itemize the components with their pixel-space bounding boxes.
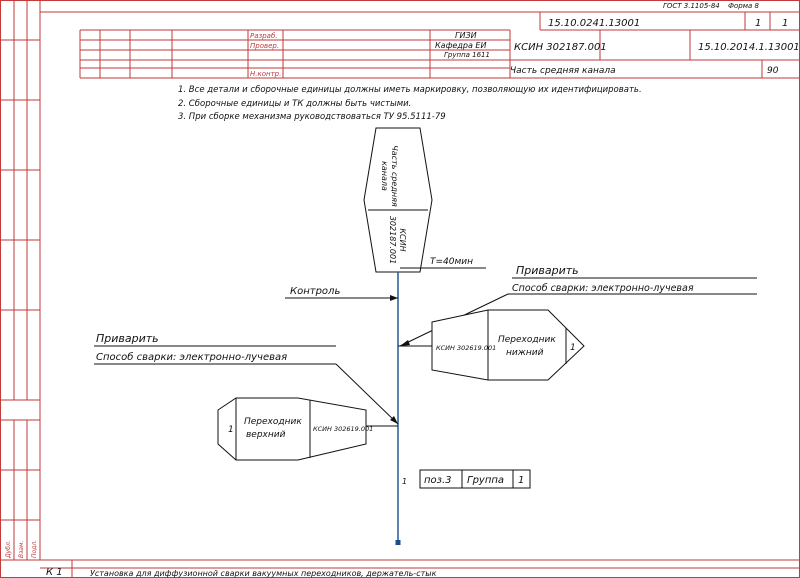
part-lower-symbol: КСИН 302619.001 Переходник нижний 1 bbox=[398, 309, 585, 381]
pos-label: Группа bbox=[467, 475, 504, 486]
axis-number: 1 bbox=[402, 477, 407, 486]
gost-label: ГОСТ 3.1105-84 bbox=[663, 2, 720, 10]
control-mark: Контроль bbox=[285, 286, 398, 301]
org-group: Группа 1611 bbox=[444, 51, 490, 59]
note-2: 2. Сборочные единицы и ТК должны быть чи… bbox=[178, 99, 411, 109]
role-developer: Разраб. bbox=[250, 32, 278, 40]
org-name: ГИЗИ bbox=[455, 31, 477, 40]
part-lower-qty: 1 bbox=[570, 343, 576, 353]
control-label: Контроль bbox=[290, 286, 340, 297]
org-department: Кафедра ЕИ bbox=[435, 41, 486, 50]
weld-right-method: Способ сварки: электронно-лучевая bbox=[512, 283, 694, 294]
time-label: T=40мин bbox=[430, 257, 473, 267]
note-3: 3. При сборке механизма руководствоватьс… bbox=[178, 112, 446, 122]
part-lower-code: КСИН 302619.001 bbox=[436, 344, 496, 352]
part-upper-name-1: Переходник bbox=[244, 417, 302, 427]
title-block-text: ГОСТ 3.1105-84 Форма 8 15.10.0241.13001 … bbox=[250, 2, 800, 78]
form-label: Форма 8 bbox=[728, 2, 760, 10]
doc-code-top: 15.10.0241.13001 bbox=[548, 18, 640, 29]
pos-number: поз.3 bbox=[424, 475, 452, 486]
part-upper-symbol: 1 Переходник верхний КСИН 302619.001 bbox=[217, 397, 398, 461]
top-part-symbol: Часть средняя канала КСИН 302187.001 bbox=[363, 127, 433, 273]
doc-code-right: 15.10.2014.1.13001 bbox=[698, 42, 800, 53]
top-part-name-1: Часть средняя bbox=[390, 145, 399, 207]
weld-left-method: Способ сварки: электронно-лучевая bbox=[96, 351, 287, 363]
footer: К 1 Установка для диффузионной сварки ва… bbox=[46, 567, 437, 578]
title-block bbox=[40, 11, 800, 79]
top-part-code-2: 302187.001 bbox=[388, 216, 397, 264]
position-box: поз.3 Группа 1 bbox=[419, 469, 531, 489]
part-lower-name-2: нижний bbox=[506, 348, 544, 358]
side-label-dubl: Дубл. bbox=[5, 540, 12, 559]
footer-title: Установка для диффузионной сварки вакуум… bbox=[90, 569, 437, 578]
part-upper-code: КСИН 302619.001 bbox=[313, 425, 373, 433]
role-checker: Провер. bbox=[250, 42, 279, 50]
pos-qty: 1 bbox=[518, 475, 524, 486]
part-upper-qty: 1 bbox=[228, 425, 234, 435]
doc-code: КСИН 302187.001 bbox=[514, 42, 607, 53]
note-1: 1. Все детали и сборочные единицы должны… bbox=[178, 85, 642, 95]
notes: 1. Все детали и сборочные единицы должны… bbox=[178, 85, 642, 122]
part-name: Часть средняя канала bbox=[510, 66, 616, 76]
weld-right-title: Приварить bbox=[516, 264, 579, 277]
side-labels: Дубл. Взам. Подл. bbox=[5, 540, 38, 559]
sheets-total: 1 bbox=[782, 18, 788, 29]
weld-right: Приварить Способ сварки: электронно-луче… bbox=[399, 264, 757, 347]
count-value: 90 bbox=[767, 66, 779, 76]
weld-left: Приварить Способ сварки: электронно-луче… bbox=[94, 332, 399, 425]
side-label-vzam: Взам. bbox=[18, 540, 25, 558]
role-norm-control: Н.контр. bbox=[250, 70, 281, 78]
top-part-name-2: канала bbox=[380, 161, 389, 191]
part-lower-name-1: Переходник bbox=[498, 335, 556, 345]
top-part-code-1: КСИН bbox=[398, 228, 407, 251]
part-upper-name-2: верхний bbox=[246, 430, 286, 440]
sheet-number: 1 bbox=[755, 18, 761, 29]
footer-code: К 1 bbox=[46, 567, 63, 578]
axis-end-marker bbox=[395, 540, 401, 545]
weld-left-title: Приварить bbox=[96, 332, 159, 345]
side-label-podl: Подл. bbox=[31, 540, 38, 558]
